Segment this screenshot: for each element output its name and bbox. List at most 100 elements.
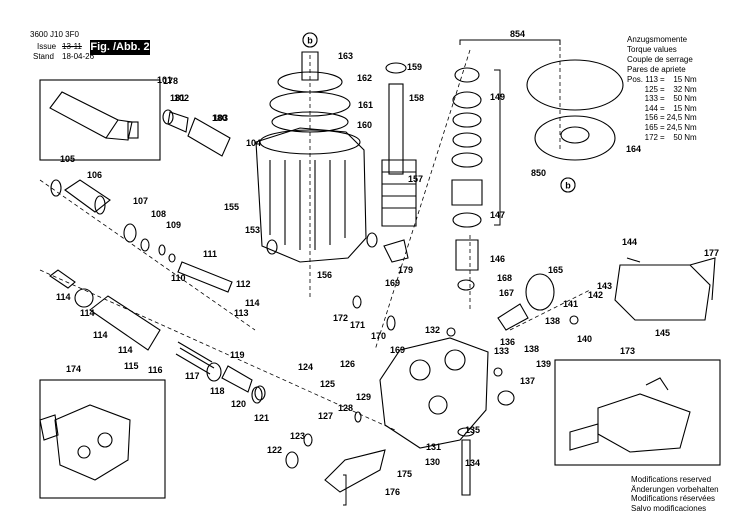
torque-value: 32	[673, 84, 683, 94]
torque-eq: =	[659, 75, 665, 84]
torque-pos: Pos. 113	[627, 75, 658, 84]
issue-value: 13-11	[62, 42, 82, 51]
part-label: 165	[548, 265, 563, 275]
part-label: 126	[340, 359, 355, 369]
part-label: 175	[397, 469, 412, 479]
part-label: 105	[60, 154, 75, 164]
part-label: 133	[494, 346, 509, 356]
torque-value: 15	[673, 75, 683, 84]
torque-title-es: Pares de apriete	[627, 65, 686, 74]
part-label: 145	[655, 328, 670, 338]
torque-eq: =	[659, 122, 665, 132]
part-label: 162	[357, 73, 372, 83]
part-label: 110	[171, 273, 186, 283]
part-label: 114	[80, 308, 95, 318]
part-label: 169	[385, 278, 400, 288]
doc-number: 3600 J10 3F0	[30, 30, 79, 39]
part-label: 158	[409, 93, 424, 103]
torque-pos: 156	[644, 113, 658, 123]
part-label: 174	[66, 364, 81, 374]
torque-pos: 165	[644, 122, 658, 132]
modifications-fr: Modifications réservées	[631, 494, 716, 503]
part-label: 118	[210, 386, 225, 396]
part-label: 179	[398, 265, 413, 275]
torque-pos: 172	[644, 132, 658, 142]
modifications-notice: Modifications reserved Änderungen vorbeh…	[631, 475, 719, 513]
part-label: 114	[56, 292, 71, 302]
part-label: 140	[577, 334, 592, 344]
torque-eq: =	[659, 103, 665, 113]
part-label: 109	[166, 220, 181, 230]
group-brackets	[343, 39, 561, 506]
parts-drawing	[39, 32, 721, 499]
torque-eq: =	[659, 113, 665, 123]
bolt-drawing	[324, 439, 471, 496]
reference-marker-right: b	[565, 181, 571, 191]
part-label: 850	[531, 168, 546, 178]
pump-head-132-drawing	[379, 337, 489, 449]
part-label: 144	[622, 237, 637, 247]
part-label: 107	[133, 196, 148, 206]
torque-value: 50	[673, 94, 683, 104]
module-146-drawing	[614, 257, 716, 321]
part-label: 106	[87, 170, 102, 180]
part-label: 178	[163, 76, 178, 86]
part-number-labels: 1011021031041051061071081091101111121131…	[56, 29, 719, 497]
part-label: 173	[620, 346, 635, 356]
part-113-drawing	[64, 179, 111, 215]
part-label: 114	[118, 345, 133, 355]
part-label: 134	[465, 458, 480, 468]
issue-label: Issue	[37, 42, 57, 51]
part-label: 146	[490, 254, 505, 264]
modifications-es: Salvo modificaciones	[631, 503, 707, 513]
part-label: 181	[170, 93, 185, 103]
part-label: 114	[245, 298, 260, 308]
part-label: 138	[545, 316, 560, 326]
part-label: 136	[500, 337, 515, 347]
gauge-167-drawing	[497, 273, 555, 331]
part-label: 157	[408, 174, 423, 184]
part-label: 104	[246, 138, 261, 148]
part-label: 127	[318, 411, 333, 421]
part-label: 119	[230, 350, 245, 360]
part-118-drawing	[177, 261, 233, 293]
crankcase-157-drawing	[255, 127, 367, 263]
part-label: 112	[236, 279, 251, 289]
modifications-en: Modifications reserved	[631, 475, 712, 484]
part-label: 125	[320, 379, 335, 389]
valve-stack-drawing	[381, 62, 417, 263]
part-label: 101	[157, 75, 172, 85]
part-label: 170	[371, 331, 386, 341]
detail-frame-174	[39, 379, 166, 499]
part-label: 164	[626, 144, 641, 154]
part-label: 120	[231, 399, 246, 409]
part-label: 160	[357, 120, 372, 130]
torque-unit: Nm	[684, 113, 697, 123]
assembly-lines	[39, 40, 591, 431]
torque-eq: =	[659, 94, 665, 104]
torque-title-en: Torque values	[627, 45, 677, 54]
spring-107-drawing	[175, 341, 253, 393]
part-label: 124	[298, 362, 313, 372]
part-label: 147	[490, 210, 505, 220]
torque-unit: Nm	[684, 132, 697, 142]
torque-value: 15	[673, 103, 683, 113]
torque-unit: Nm	[684, 75, 697, 84]
detail-frame-173	[554, 359, 721, 466]
part-104-drawing	[49, 269, 161, 351]
part-label: 161	[358, 100, 373, 110]
reference-markers: b b	[302, 32, 576, 193]
part-label: 102	[174, 93, 189, 103]
part-label: 149	[490, 92, 505, 102]
part-label: 172	[333, 313, 348, 323]
part-label: 129	[356, 392, 371, 402]
part-label: 137	[520, 376, 535, 386]
part-label: 135	[465, 425, 480, 435]
ring-164-drawing	[526, 59, 624, 193]
torque-pos: 133	[644, 94, 658, 104]
